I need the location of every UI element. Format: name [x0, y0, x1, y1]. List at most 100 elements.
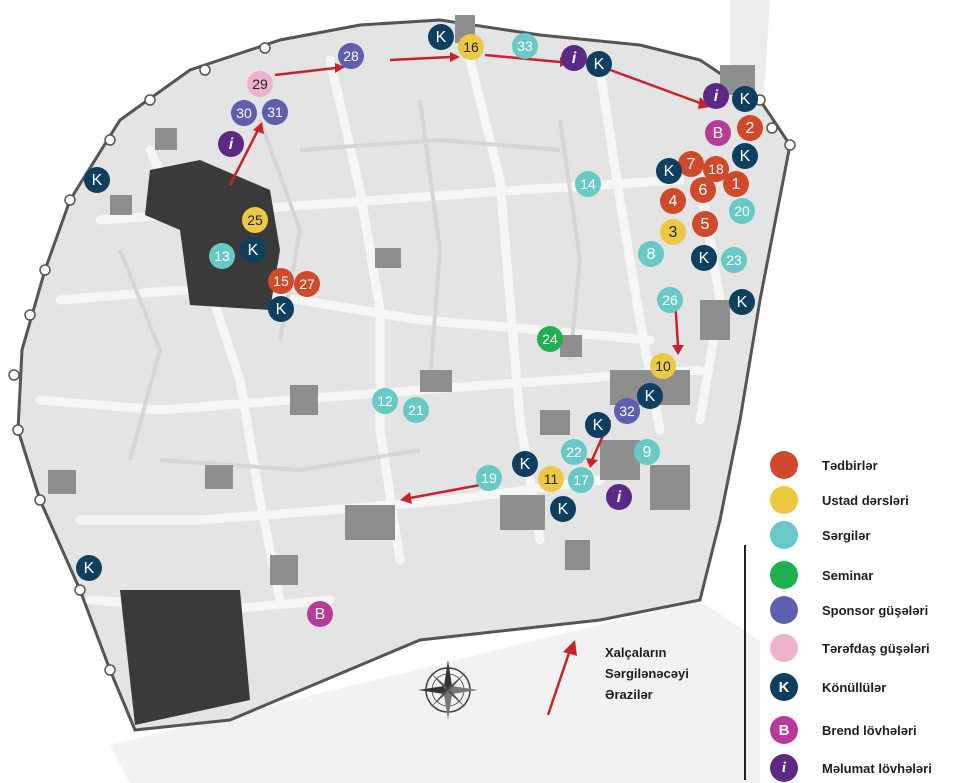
- info-marker-dot: [561, 45, 587, 71]
- marker-masterclass: 10: [650, 353, 676, 379]
- masterclass-marker-dot: [242, 207, 268, 233]
- volunteer-marker-dot: [585, 412, 611, 438]
- exhibition-marker-dot: [512, 33, 538, 59]
- street-secondary: [118, 99, 583, 473]
- marker-label: 7: [687, 156, 696, 173]
- marker-label: i: [572, 50, 577, 67]
- carpet-note-line-2: Sərgilənəcəyi: [605, 666, 689, 681]
- marker-label: 11: [544, 471, 559, 487]
- marker-volunteer: K: [268, 296, 294, 322]
- marker-label: K: [594, 56, 605, 73]
- marker-label: K: [740, 148, 751, 165]
- marker-exhibition: 17: [568, 467, 594, 493]
- marker-sponsor: 30: [231, 100, 257, 126]
- marker-label: K: [558, 501, 569, 518]
- marker-label: i: [229, 136, 234, 153]
- marker-label: 6: [699, 182, 708, 199]
- volunteer-marker-dot: [550, 496, 576, 522]
- marker-label: 29: [252, 76, 268, 92]
- legend-item-events: Tədbirlər: [770, 450, 878, 480]
- event-marker-dot: [703, 156, 729, 182]
- marker-label: 24: [542, 331, 558, 347]
- volunteer-marker-dot: [84, 167, 110, 193]
- marker-sponsor: 32: [614, 398, 640, 424]
- marker-label: K: [248, 242, 259, 259]
- exhibition-marker-dot: [561, 439, 587, 465]
- marker-label: 20: [734, 203, 750, 219]
- marker-event: 27: [294, 271, 320, 297]
- legend-label: Tərəfdaş güşələri: [822, 640, 930, 656]
- info-i-icon: i: [770, 754, 798, 782]
- marker-label: 26: [662, 292, 678, 308]
- volunteer-marker-dot: [637, 383, 663, 409]
- volunteer-marker-dot: [732, 143, 758, 169]
- marker-label: 17: [573, 472, 589, 488]
- legend-divider: [744, 545, 746, 780]
- exhibition-marker-dot: [729, 198, 755, 224]
- legend-item-brand-boards: B Brend lövhələri: [770, 715, 917, 745]
- marker-label: 9: [643, 444, 652, 461]
- marker-label: 23: [726, 252, 742, 268]
- marker-label: K: [645, 388, 656, 405]
- marker-label: 32: [619, 403, 635, 419]
- legend-item-sponsor: Sponsor güşələri: [770, 595, 928, 625]
- exhibition-marker-dot: [657, 287, 683, 313]
- sponsor-marker-dot: [231, 100, 257, 126]
- palace-complex: [145, 160, 280, 310]
- info-marker-dot: [703, 83, 729, 109]
- marker-event: 7: [678, 151, 704, 177]
- marker-exhibition: 23: [721, 247, 747, 273]
- marker-label: 3: [669, 224, 678, 241]
- marker-label: B: [713, 125, 724, 142]
- marker-sponsor: 31: [262, 99, 288, 125]
- marker-label: 28: [343, 48, 359, 64]
- legend-label: Brend lövhələri: [822, 722, 917, 738]
- marker-info: i: [218, 131, 244, 157]
- info-marker-dot: [218, 131, 244, 157]
- sponsor-marker-dot: [338, 43, 364, 69]
- marker-label: K: [436, 29, 447, 46]
- event-marker-dot: [690, 177, 716, 203]
- marker-volunteer: K: [585, 412, 611, 438]
- volunteer-marker-dot: [732, 86, 758, 112]
- wall-towers: [8, 42, 796, 676]
- legend-item-volunteers: K Könüllülər: [770, 672, 886, 702]
- marker-label: 8: [647, 246, 656, 263]
- marker-brand: B: [705, 120, 731, 146]
- marker-volunteer: K: [84, 167, 110, 193]
- marker-info: i: [703, 83, 729, 109]
- marker-info: i: [606, 484, 632, 510]
- marker-label: i: [617, 489, 622, 506]
- marker-masterclass: 16: [458, 34, 484, 60]
- legend-label: Sponsor güşələri: [822, 602, 929, 618]
- volunteer-marker-dot: [656, 158, 682, 184]
- legend-label: Tədbirlər: [822, 457, 878, 473]
- brand-marker-dot: [705, 120, 731, 146]
- marker-volunteer: K: [240, 237, 266, 263]
- info-marker-dot: [606, 484, 632, 510]
- marker-label: K: [740, 91, 751, 108]
- masterclass-marker-dot: [538, 466, 564, 492]
- volunteer-marker-dot: [729, 289, 755, 315]
- marker-label: 21: [408, 402, 424, 418]
- volunteer-marker-dot: [76, 555, 102, 581]
- sponsor-marker-dot: [262, 99, 288, 125]
- masterclass-marker-dot: [660, 219, 686, 245]
- partner-dot-icon: [770, 634, 798, 662]
- marker-event: 4: [660, 188, 686, 214]
- marker-exhibition: 26: [657, 287, 683, 313]
- seminar-marker-dot: [537, 326, 563, 352]
- marker-event: 5: [692, 211, 718, 237]
- exhibition-marker-dot: [634, 439, 660, 465]
- marker-volunteer: K: [732, 143, 758, 169]
- marker-label: i: [714, 88, 719, 105]
- marker-label: 25: [247, 212, 263, 228]
- event-marker-dot: [678, 151, 704, 177]
- exhibition-marker-dot: [403, 397, 429, 423]
- marker-label: K: [276, 301, 287, 318]
- marker-label: K: [593, 417, 604, 434]
- marker-masterclass: 3: [660, 219, 686, 245]
- masterclass-marker-dot: [650, 353, 676, 379]
